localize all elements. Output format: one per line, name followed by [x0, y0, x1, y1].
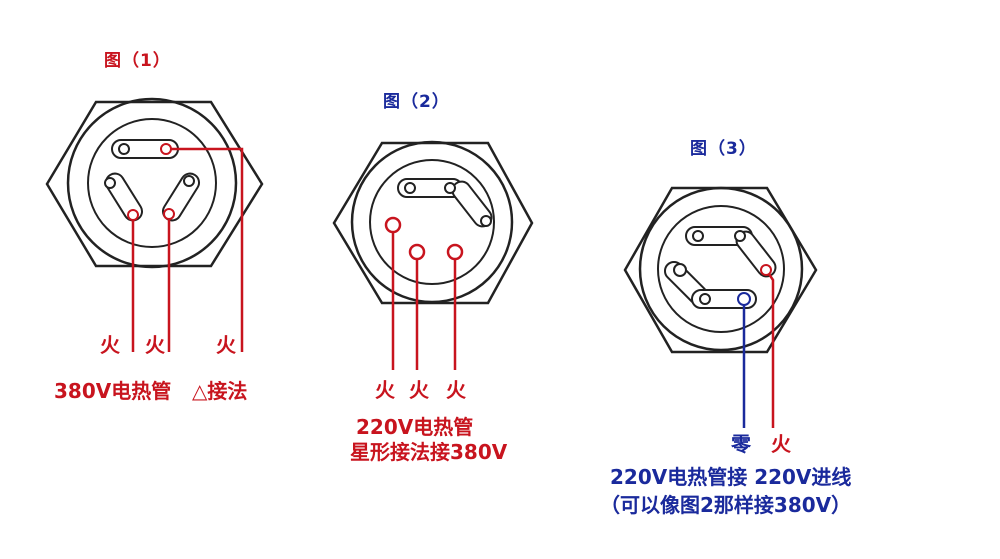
wire-label: 火	[446, 378, 466, 402]
figure3-caption-line2: （可以像图2那样接380V）	[600, 493, 852, 517]
inner-circle	[369, 159, 495, 285]
figure1-caption: 380V电热管	[54, 379, 172, 403]
figure1-caption-method: △接法	[192, 379, 248, 403]
terminal	[480, 215, 492, 227]
neutral-label: 零	[731, 432, 751, 456]
wire-label: 火	[100, 333, 120, 357]
outer-circle	[350, 140, 514, 304]
terminal	[384, 216, 402, 234]
terminal	[734, 230, 746, 242]
hex-outline	[45, 100, 264, 268]
terminal	[737, 292, 751, 306]
terminal	[118, 143, 130, 155]
terminal	[104, 177, 116, 189]
terminal	[183, 175, 195, 187]
figure2-title: 图（2）	[383, 92, 450, 112]
terminal	[404, 182, 416, 194]
terminal	[160, 143, 172, 155]
terminal	[692, 230, 704, 242]
wire	[767, 273, 775, 428]
wire-label: 火	[216, 333, 236, 357]
terminal	[446, 243, 464, 261]
figure1-title: 图（1）	[104, 51, 171, 71]
live-label: 火	[771, 432, 791, 456]
figure2-flange	[332, 140, 534, 370]
figure2-caption-line2: 星形接法接380V	[350, 440, 508, 464]
wire-label: 火	[375, 378, 395, 402]
terminal	[444, 182, 456, 194]
wire-label: 火	[145, 333, 165, 357]
outer-circle	[66, 97, 238, 269]
terminal	[163, 208, 175, 220]
terminal	[673, 263, 687, 277]
figure3-flange	[623, 186, 818, 428]
hex-outline	[332, 141, 534, 305]
wire-label: 火	[409, 378, 429, 402]
terminal	[127, 209, 139, 221]
figure1-flange	[45, 97, 264, 352]
inner-circle	[87, 118, 217, 248]
terminal	[408, 243, 426, 261]
figure2-caption-line1: 220V电热管	[356, 415, 474, 439]
terminal	[760, 264, 772, 276]
figure3-title: 图（3）	[690, 139, 757, 159]
figure3-caption-line1: 220V电热管接 220V进线	[610, 465, 852, 489]
terminal	[699, 293, 711, 305]
outer-circle	[638, 186, 804, 352]
inner-circle	[657, 205, 785, 333]
hex-outline	[623, 186, 818, 354]
wire	[171, 147, 244, 352]
